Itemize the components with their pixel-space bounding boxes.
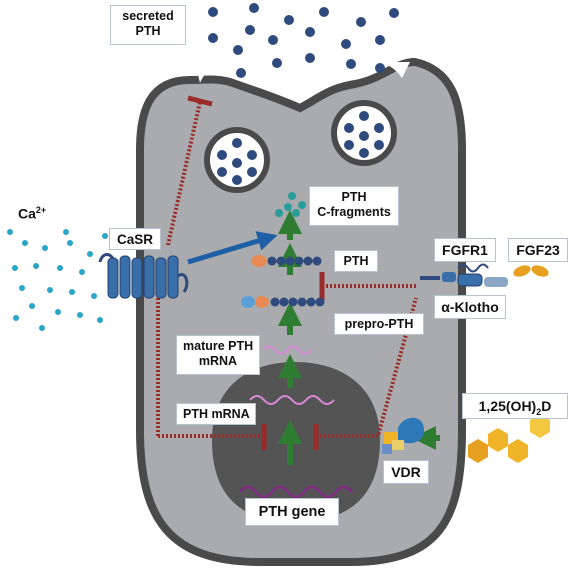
c-fragments (275, 192, 306, 217)
mature-mrna-squiggle (262, 345, 312, 355)
stimulatory-arrows (278, 210, 440, 465)
pth-gene-label: PTH gene (245, 498, 339, 526)
vitamin-d-label: 1,25(OH)2D (462, 393, 568, 419)
vitamin-d-molecule (468, 414, 550, 463)
fgfr1-klotho-receptor (420, 263, 508, 287)
pth-label: PTH (334, 250, 378, 272)
calcium-label: Ca2+ (18, 205, 47, 222)
vesicle-right (331, 100, 397, 166)
fgfr1-label: FGFR1 (434, 238, 496, 262)
pth-mrna-label: PTH mRNA (176, 403, 256, 425)
fgf23-label: FGF23 (508, 238, 568, 262)
pth-mrna-squiggle (249, 395, 335, 405)
fgf23-molecule (513, 265, 549, 277)
casr-label: CaSR (109, 228, 161, 250)
vdr-receptor (382, 417, 424, 454)
casr-arrow (187, 231, 278, 265)
secretion-notch (195, 58, 410, 96)
vesicle-left (204, 127, 270, 193)
calcium-ions (7, 229, 108, 331)
prepro-pth-label: prepro-PTH (334, 313, 424, 335)
pth-peptide (251, 255, 322, 267)
prepro-pth-peptide (241, 296, 325, 308)
alpha-klotho-label: α-Klotho (434, 295, 506, 319)
inhibitory-lines (156, 95, 418, 450)
secreted-pth-dots (208, 3, 399, 78)
vdr-label: VDR (383, 460, 429, 484)
casr-receptor (98, 253, 189, 299)
pth-gene-dna (238, 485, 354, 499)
